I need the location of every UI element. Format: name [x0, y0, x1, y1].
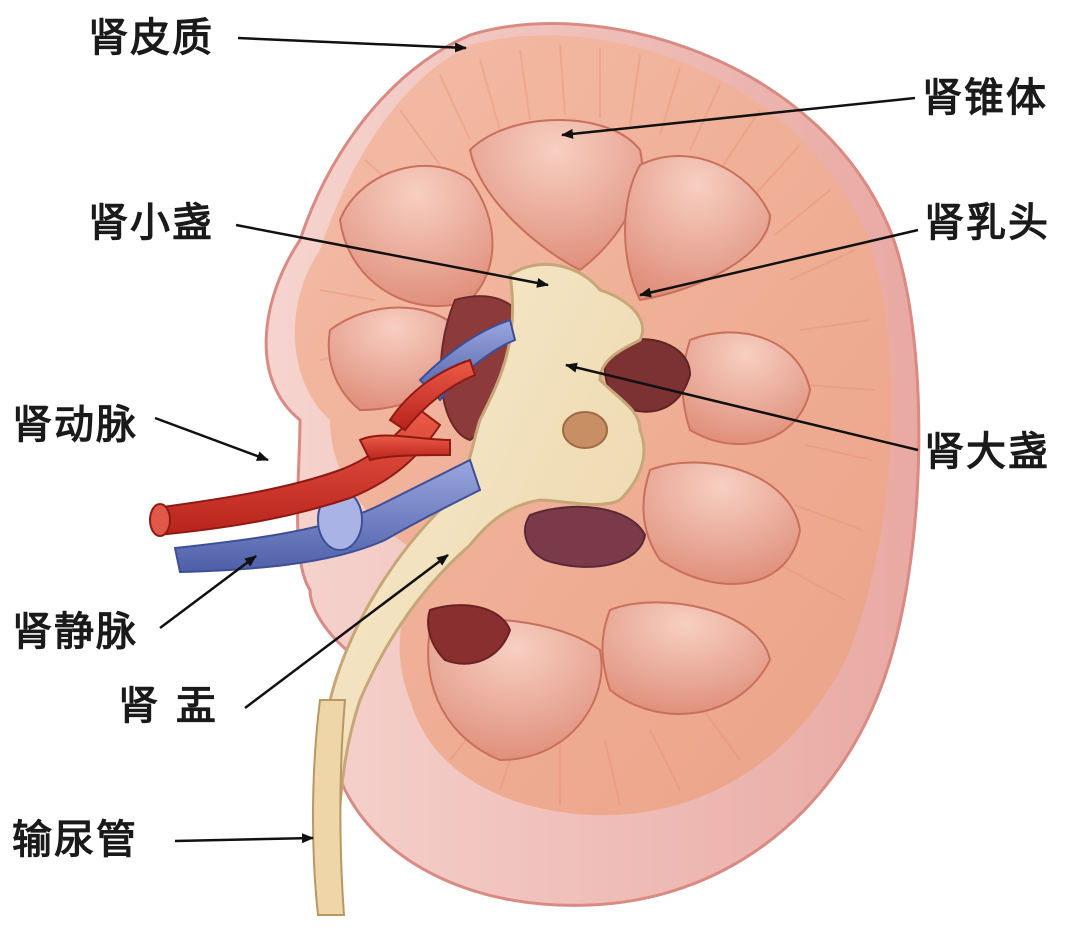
- label-renal-pelvis: 肾 盂: [118, 686, 218, 726]
- label-renal-vein: 肾静脉: [12, 612, 138, 652]
- label-ureter: 输尿管: [12, 820, 138, 860]
- arrow-ureter: [175, 838, 313, 841]
- label-major-calyx: 肾大盏: [924, 432, 1050, 472]
- artery-cut-end: [150, 504, 170, 536]
- label-minor-calyx: 肾小盏: [88, 203, 214, 243]
- arrow-renal-cortex: [238, 38, 466, 48]
- label-renal-pyramid: 肾锥体: [922, 78, 1048, 118]
- pelvis-opening: [563, 412, 607, 448]
- arrow-renal-artery: [155, 418, 268, 460]
- label-renal-cortex: 肾皮质: [88, 18, 214, 58]
- label-renal-artery: 肾动脉: [12, 405, 138, 445]
- label-renal-papilla: 肾乳头: [924, 203, 1050, 243]
- ureter: [313, 700, 345, 915]
